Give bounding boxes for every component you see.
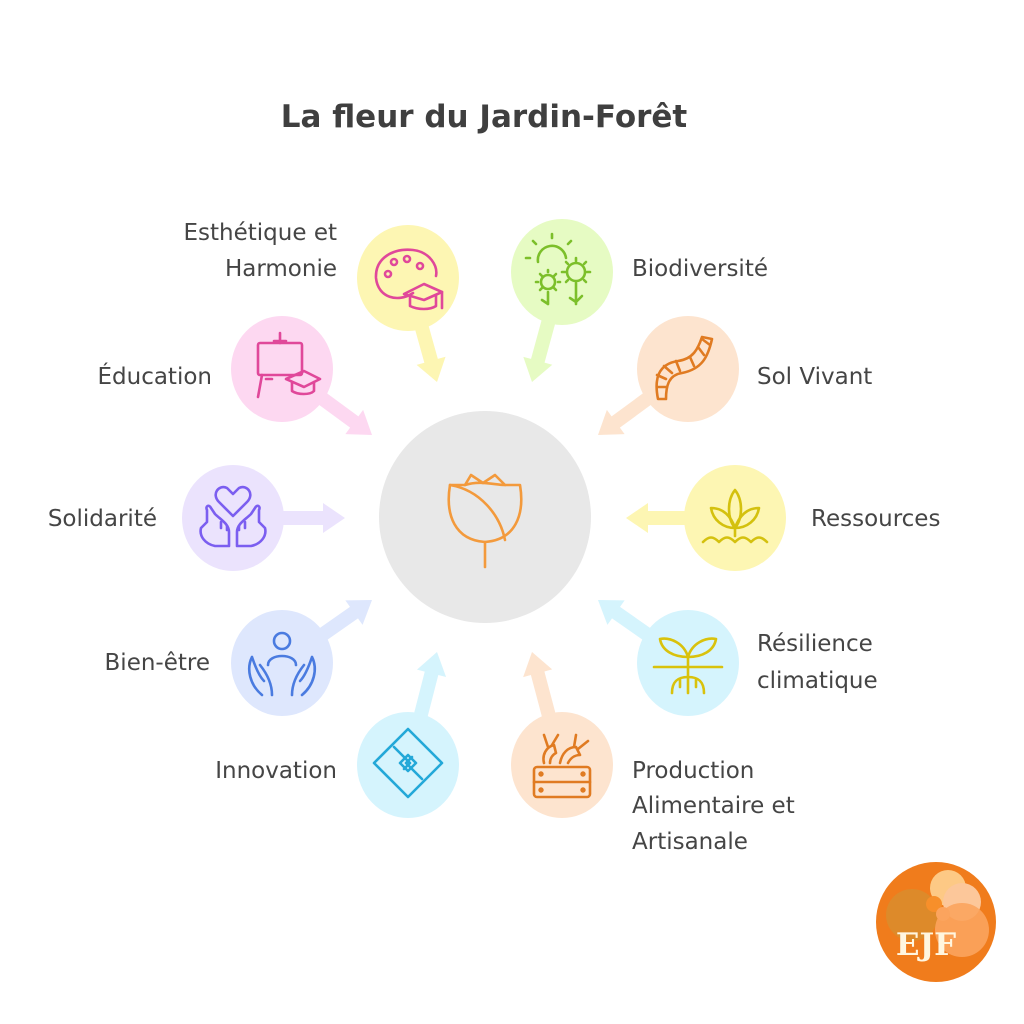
petal-circle: [357, 225, 459, 331]
petal-circle: [511, 712, 613, 818]
arrow-ressources: [626, 503, 735, 533]
petal-ressources: [684, 465, 786, 571]
arrow-solidarite: [233, 503, 345, 533]
plant-water-icon: [701, 488, 769, 544]
diamond-logo-icon: [372, 727, 444, 799]
petal-label-biodiversite: Biodiversité: [632, 256, 768, 282]
petal-resilience: [637, 610, 739, 716]
petal-biodiversite: [511, 219, 613, 325]
petal-education: [231, 316, 333, 422]
petal-bienetre: [231, 610, 333, 716]
petal-circle: [182, 465, 284, 571]
petal-label-bienetre: Bien-être: [105, 650, 210, 676]
petal-label-innovation: Innovation: [215, 758, 337, 784]
palette-graduation-icon: [374, 248, 444, 311]
diagram-title: La fleur du Jardin-Forêt: [281, 99, 688, 135]
heart-hands-icon: [199, 485, 267, 548]
petal-circle: [637, 316, 739, 422]
rose-icon: [447, 473, 523, 569]
petal-innovation: [357, 712, 459, 818]
ejf-logo: EJF: [876, 862, 996, 982]
sprout-roots-icon: [652, 637, 724, 695]
petal-sol: [637, 316, 739, 422]
petal-label-sol: Sol Vivant: [757, 364, 872, 390]
logo-text: EJF: [896, 927, 956, 963]
petal-label-education: Éducation: [97, 362, 212, 390]
petal-circle: [684, 465, 786, 571]
petal-circle: [231, 610, 333, 716]
petal-esthetique: [357, 225, 459, 331]
petal-label-production: Alimentaire et: [632, 793, 795, 819]
sun-flowers-icon: [524, 232, 592, 306]
center-circle: [379, 411, 591, 623]
board-graduation-icon: [256, 331, 322, 399]
petal-label-production: Artisanale: [632, 829, 748, 855]
petal-circle: [231, 316, 333, 422]
petal-label-resilience: climatique: [757, 668, 878, 694]
petal-label-esthetique: Harmonie: [225, 256, 337, 282]
worm-icon: [655, 335, 714, 401]
person-hands-icon: [248, 631, 316, 697]
petals: [182, 219, 786, 818]
petal-label-resilience: Résilience: [757, 631, 873, 657]
vegetable-crate-icon: [532, 733, 592, 799]
petal-label-production: Production: [632, 758, 754, 784]
petal-label-solidarite: Solidarité: [48, 506, 157, 532]
petal-label-esthetique: Esthétique et: [184, 220, 337, 246]
petal-production: [511, 712, 613, 818]
petal-label-ressources: Ressources: [811, 506, 940, 532]
petal-solidarite: [182, 465, 284, 571]
